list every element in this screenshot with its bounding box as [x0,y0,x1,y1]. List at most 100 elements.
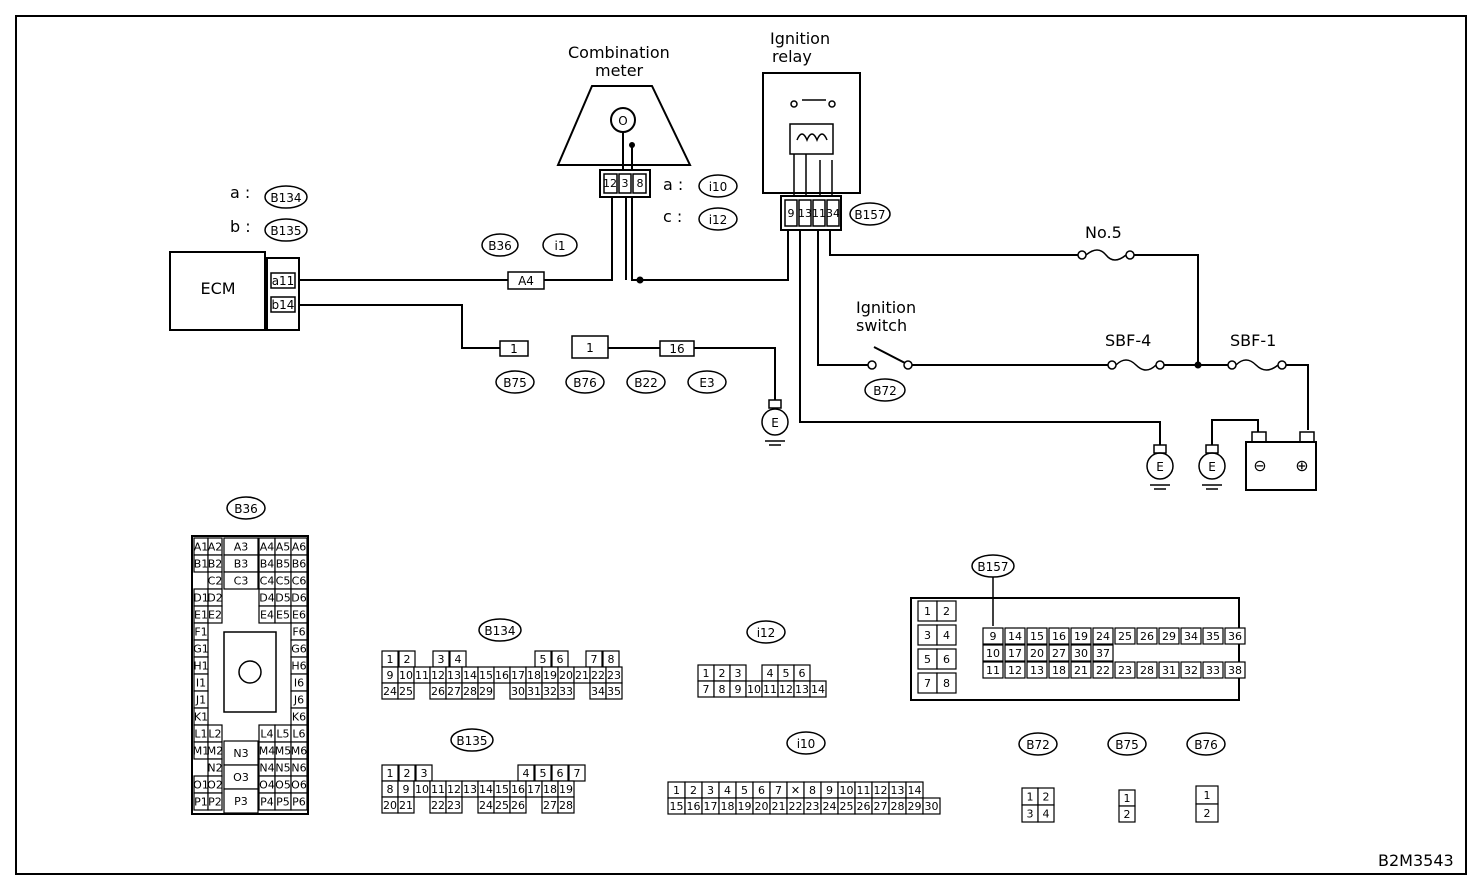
pin-label: N5 [275,762,290,775]
pin-label: E5 [276,609,290,622]
pin-label: L1 [194,728,207,741]
battery: ⊖ ⊕ [1211,419,1317,491]
pin-label: I6 [294,677,304,690]
pin-label: P4 [260,796,274,809]
pin-label: 13 [795,683,809,696]
pin-label: C3 [234,575,249,588]
pin-label: P2 [208,796,222,809]
pin-label: 11 [857,784,871,797]
pin-label: 23 [1118,664,1132,677]
pin-label: 8 [943,677,950,690]
ecm: ECM a11 b14 [169,251,300,331]
ground-battery: E [1198,444,1226,490]
tag-b36: B36 [488,239,512,253]
pin-label: 26 [857,800,871,813]
pin-cell [1092,661,1114,679]
pin-label: 34 [1184,630,1198,643]
ign-switch-line1: Ignition [856,298,916,317]
ecm-pin-b14: b14 [272,298,295,312]
wire-pin-a4: A4 [518,274,534,288]
pin-label: A5 [276,541,291,554]
pin-label: 11 [763,683,777,696]
pin-label: L2 [208,728,221,741]
pin-label: 18 [527,669,541,682]
pin-label: 15 [670,800,684,813]
pin-label: 9 [990,630,997,643]
pin-label: N6 [291,762,306,775]
pin-label: 3 [735,667,742,680]
pin-cell [1026,644,1048,662]
pin-label: 20 [755,800,769,813]
ignition-switch: Ignition switch [856,298,916,370]
pin-label: 14 [811,683,825,696]
pin-label: 17 [1008,647,1022,660]
pin-label: 28 [463,685,477,698]
pin-cell [922,797,941,815]
inline-connectors: A4 1 1 16 B36 i1 B157 B75 B76 B22 E3 B72 [481,202,906,402]
pin-label: O3 [233,771,249,784]
pin-cell [1224,661,1246,679]
pin-label: 1 [673,784,680,797]
pin-label: 14 [463,669,477,682]
pin-label: 32 [543,685,557,698]
pin-cell [557,682,575,700]
pin-label: B3 [234,558,249,571]
pin-cell [1048,661,1070,679]
fuse-sbf4-label: SBF-4 [1105,331,1151,350]
pin-label: 15 [1030,630,1044,643]
pin-cell [1026,627,1048,645]
pin-label: 17 [527,783,541,796]
pin-cell [1136,627,1158,645]
pin-label: L4 [260,728,273,741]
pin-label: 20 [383,799,397,812]
pin-label: 12 [1008,664,1022,677]
pin-label: 4 [724,784,731,797]
pin-label: 20 [559,669,573,682]
pin-label: 4 [523,767,530,780]
pin-label: 13 [447,669,461,682]
pin-label: B2 [208,558,223,571]
pin-label: 5 [540,767,547,780]
pin-cell [936,624,957,646]
fuse-sbf1-label: SBF-1 [1230,331,1276,350]
pin-label: 25 [399,685,413,698]
pin-label: ✕ [791,784,800,797]
pin-label: 9 [387,669,394,682]
pin-cell [982,661,1004,679]
pin-label: N3 [233,747,248,760]
b72-face-tag: B72 [1026,738,1050,752]
pin-label: B4 [260,558,275,571]
pin-label: 8 [387,783,394,796]
pin-label: M1 [193,745,210,758]
meter-title-line1: Combination [568,43,670,62]
b157-face-tag: B157 [977,560,1008,574]
figure-code: B2M3543 [1378,851,1454,870]
pin-label: 18 [543,783,557,796]
pin-label: 7 [574,767,581,780]
meter-pin-12: 12 [603,177,617,190]
pin-label: 7 [703,683,710,696]
pin-label: D1 [193,592,208,605]
pin-label: 29 [908,800,922,813]
pin-cell [936,648,957,670]
pin-label: 24 [1096,630,1110,643]
tag-b22: B22 [634,376,658,390]
pin-cell [1180,627,1202,645]
pin-label: 10 [415,783,429,796]
pin-label: 32 [1184,664,1198,677]
b76-face: B76 12 [1186,732,1226,823]
pin-label: P3 [234,795,248,808]
pin-cell [1114,627,1136,645]
pin-label: 15 [479,669,493,682]
ground-symbol-relay: E [1156,460,1164,474]
pin-label: 4 [767,667,774,680]
pin-label: 2 [1204,807,1211,820]
pin-label: 15 [495,783,509,796]
ecm-label: ECM [200,279,235,298]
key-letter-a: a : [230,183,250,202]
pin-cell [1037,804,1055,823]
key-letter-b: b : [230,217,251,236]
